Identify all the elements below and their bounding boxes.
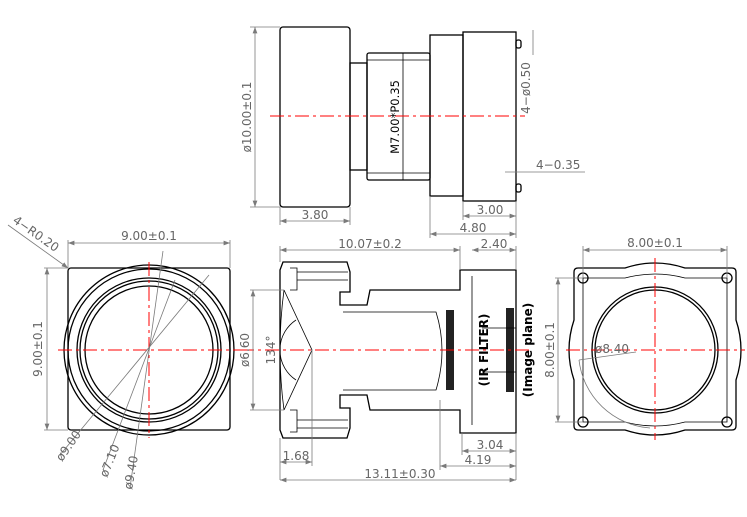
- dia-7-10-label: ø7.10: [97, 442, 123, 479]
- top-diameter-label: ø10.00±0.1: [240, 82, 254, 153]
- dim-4-80: 4.80: [460, 221, 487, 235]
- section-length-label: 10.07±0.2: [338, 237, 402, 251]
- corner-radius-label: 4−R0.20: [10, 213, 61, 255]
- dia-9-40-label: ø9.40: [121, 455, 141, 491]
- front-view: 9.00±0.1 9.00±0.1 4−R0.20 ø9.00 ø7.10 ø9…: [7, 213, 242, 491]
- dim-3-80: 3.80: [302, 208, 329, 222]
- top-view: ø10.00±0.1 M7.00*P0.35 3.80 3.00 4.80 4−…: [240, 26, 585, 238]
- dim-3-00: 3.00: [477, 203, 504, 217]
- rear-circle-label: ø8.40: [595, 342, 629, 356]
- dia-9-00-label: ø9.00: [53, 428, 84, 464]
- pin-length-label: 4−0.35: [536, 158, 580, 172]
- thread-label: M7.00*P0.35: [388, 80, 402, 154]
- dim-1-68: 1.68: [283, 449, 310, 463]
- section-view: (IR FILTER) (Image plane) 10.07±0.2 2.40…: [238, 237, 535, 483]
- rear-width-label: 8.00±0.1: [627, 236, 683, 250]
- dim-3-04: 3.04: [477, 438, 504, 452]
- total-length-label: 13.11±0.30: [364, 467, 435, 481]
- ir-filter-label: (IR FILTER): [477, 314, 491, 387]
- aperture-label: ø6.60: [238, 333, 252, 367]
- dim-2-40: 2.40: [481, 237, 508, 251]
- rear-view: 8.00±0.1 8.00±0.1 ø8.40: [543, 236, 745, 440]
- dim-4-19: 4.19: [465, 453, 492, 467]
- fov-angle-label: 134°: [264, 336, 278, 365]
- front-height-label: 9.00±0.1: [31, 321, 45, 377]
- image-plane-label: (Image plane): [521, 303, 535, 397]
- pin-diameter-label: 4−ø0.50: [519, 62, 533, 114]
- front-width-label: 9.00±0.1: [121, 229, 177, 243]
- rear-height-label: 8.00±0.1: [543, 322, 557, 378]
